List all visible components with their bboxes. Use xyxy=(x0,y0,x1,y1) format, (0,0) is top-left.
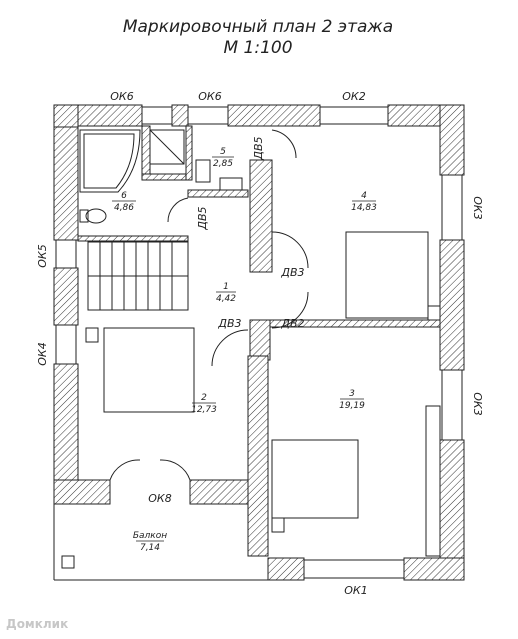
door-label-dv5-b: ДВ5 xyxy=(196,206,209,230)
room-number-5: 5 xyxy=(220,147,226,157)
room-labels: 1 4,42 2 12,73 3 19,19 4 14,83 5 2,85 6 … xyxy=(112,147,377,553)
balcony-area: 7,14 xyxy=(140,543,160,553)
window-label-ok3-a: ОК3 xyxy=(471,196,484,219)
window-label-ok6-a: ОК6 xyxy=(110,90,133,103)
watermark-text: Домклик xyxy=(6,617,69,631)
door-label-dv2: ДВ2 xyxy=(280,317,304,330)
window-labels: ОК6 ОК6 ОК2 ОК3 ОК3 ОК5 ОК4 ОК8 ОК1 xyxy=(36,90,484,597)
room-number-4: 4 xyxy=(361,191,367,201)
room-number-6: 6 xyxy=(121,191,127,201)
plan-title: Маркировочный план 2 этажа xyxy=(123,17,393,37)
balcony-outline xyxy=(53,504,268,581)
door-label-dv3-a: ДВ3 xyxy=(280,266,304,279)
room-area-3: 19,19 xyxy=(339,401,365,411)
room-number-2: 2 xyxy=(201,393,207,403)
door-labels: ДВ5 ДВ5 ДВ3 ДВ3 ДВ2 xyxy=(196,136,305,330)
door-swings xyxy=(109,129,309,481)
door-label-dv5-a: ДВ5 xyxy=(252,136,265,160)
furniture xyxy=(61,231,441,569)
window-label-ok4: ОК4 xyxy=(36,342,49,365)
plan-scale: М 1:100 xyxy=(223,38,292,58)
bathroom-fixtures xyxy=(79,129,243,224)
staircase xyxy=(87,241,189,311)
room-area-2: 12,73 xyxy=(191,405,217,415)
window-label-ok5: ОК5 xyxy=(36,244,49,267)
room-area-6: 4,86 xyxy=(114,203,134,213)
room-number-3: 3 xyxy=(349,389,355,399)
window-label-ok3-b: ОК3 xyxy=(471,392,484,415)
room-area-5: 2,85 xyxy=(213,159,233,169)
balcony-label: Балкон xyxy=(133,531,167,541)
room-number-1: 1 xyxy=(223,282,229,292)
door-label-dv3-b: ДВ3 xyxy=(217,317,241,330)
window-label-ok6-b: ОК6 xyxy=(198,90,221,103)
room-area-1: 4,42 xyxy=(216,294,236,304)
window-label-ok2: ОК2 xyxy=(342,90,365,103)
window-label-ok8: ОК8 xyxy=(148,492,171,505)
room-area-4: 14,83 xyxy=(351,203,377,213)
window-label-ok1: ОК1 xyxy=(344,584,367,597)
window-glazing xyxy=(55,106,463,579)
interior-walls xyxy=(77,125,441,557)
